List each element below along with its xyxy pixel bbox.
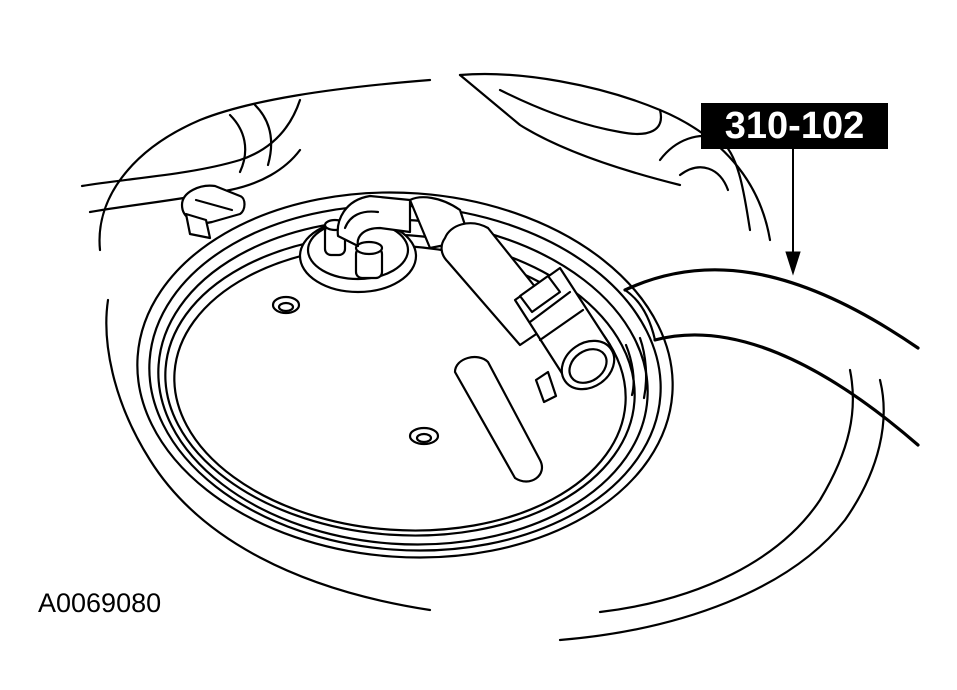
special-tool-arm: [623, 268, 920, 447]
upper-left-tubing: [80, 98, 302, 214]
fuel-fitting: [298, 194, 418, 294]
callout-leader: [785, 148, 801, 276]
figure-identifier: A0069080: [38, 588, 162, 618]
electrical-connector: [408, 196, 616, 404]
tool-callout-label: 310-102: [701, 103, 888, 149]
retaining-clip: [180, 184, 246, 240]
tank-contours: [98, 72, 885, 642]
ring-tab: [624, 336, 648, 400]
